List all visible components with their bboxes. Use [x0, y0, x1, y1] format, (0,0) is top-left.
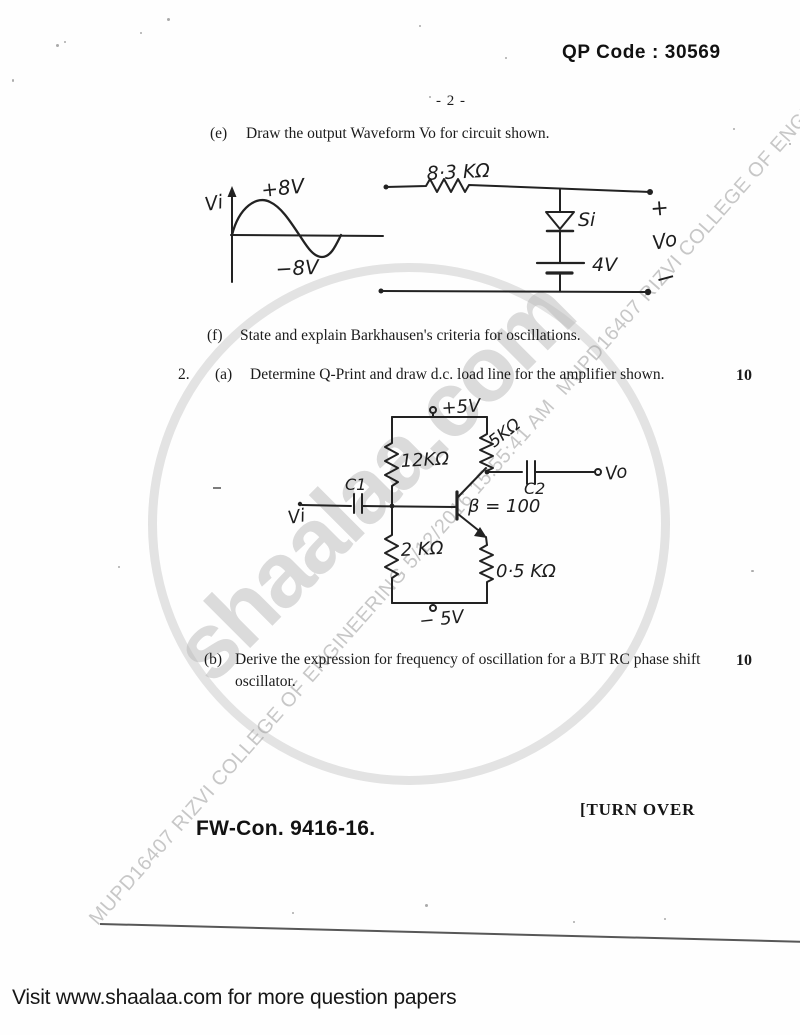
emitter-wire	[485, 536, 488, 546]
question-2a-marks: 10	[736, 367, 752, 384]
scan-speck	[751, 570, 754, 572]
vee-terminal	[429, 604, 437, 612]
sine-horizontal-axis	[230, 234, 384, 237]
clipper-circuit-diagram: Vi +8V −8V 8·3 KΩ Si 4V + Vo −	[203, 160, 679, 296]
c1-label: C1	[345, 475, 366, 494]
vcc-label: +5V	[441, 395, 483, 419]
wire-node-dot	[389, 503, 395, 509]
wire-node-dot	[378, 288, 384, 294]
question-f-text: State and explain Barkhausen's criteria …	[240, 327, 581, 344]
re-label: 0·5 KΩ	[496, 561, 556, 582]
output-voltage-label: Vo	[650, 226, 679, 255]
question-e-text: Draw the output Waveform Vo for circuit …	[246, 125, 550, 142]
question-2b-text-line1: Derive the expression for frequency of o…	[235, 651, 701, 668]
scan-speck	[505, 57, 507, 59]
base-wire	[361, 505, 456, 508]
scan-speck	[12, 79, 14, 82]
battery-voltage-label: 4V	[592, 254, 619, 276]
output-label: Vo	[604, 461, 629, 485]
sine-waveform	[230, 198, 343, 259]
question-2b-marks: 10	[736, 652, 752, 669]
question-2b-label: (b)	[204, 651, 223, 668]
emitter-arrowhead	[474, 527, 487, 538]
site-promo-text: Visit www.shaalaa.com for more question …	[12, 986, 457, 1009]
watermark-circle	[148, 263, 670, 785]
question-e: (e) Draw the output Waveform Vo for circu…	[210, 125, 550, 143]
output-terminal-dot	[647, 189, 653, 195]
input-wire	[301, 504, 352, 507]
scan-speck	[292, 912, 294, 914]
output-terminal	[594, 468, 602, 476]
left-branch-resistors	[384, 416, 399, 604]
beta-label: β = 100	[467, 496, 540, 517]
scan-speck	[118, 566, 120, 568]
question-2b-text-line2: oscillator.	[235, 673, 296, 690]
r2-label: 2 KΩ	[400, 538, 444, 561]
scan-dash	[213, 487, 221, 489]
series-resistor-label: 8·3 KΩ	[426, 160, 491, 185]
question-e-label: (e)	[210, 125, 228, 142]
vee-label: − 5V	[418, 606, 466, 632]
scan-speck	[425, 904, 428, 907]
scan-speck	[429, 96, 431, 98]
scan-speck	[64, 41, 66, 43]
input-label: Vi	[286, 505, 307, 529]
collector-resistor	[479, 416, 494, 472]
r1-label: 12KΩ	[400, 448, 450, 472]
positive-peak-label: +8V	[260, 173, 307, 202]
axis-arrowhead	[227, 186, 237, 197]
page-number: - 2 -	[436, 93, 466, 109]
emitter-resistor	[479, 544, 494, 604]
scan-speck	[140, 32, 142, 34]
question-2a-label: (a)	[215, 366, 233, 383]
transistor-collector	[457, 467, 487, 498]
output-terminal-dot	[644, 288, 652, 296]
question-2-number: 2.	[178, 366, 190, 383]
bottom-wire	[380, 290, 649, 293]
question-2a-text: Determine Q-Print and draw d.c. load lin…	[250, 366, 665, 383]
turn-over-note: [TURN OVER	[580, 800, 696, 819]
qp-code: QP Code : 30569	[562, 42, 721, 63]
input-signal-label: Vi	[203, 191, 226, 216]
diode-triangle	[545, 211, 575, 230]
top-wire-resistor	[385, 178, 651, 193]
scan-bottom-edge	[99, 923, 800, 943]
amplifier-circuit-diagram: +5V 12KΩ 2 KΩ Vi C1 β = 100 5KΩ C2 Vo	[286, 395, 629, 632]
c2-label: C2	[524, 479, 545, 498]
output-minus-label: −	[652, 262, 679, 294]
scan-speck	[664, 918, 666, 920]
c1-plates	[353, 493, 363, 514]
scan-speck	[789, 143, 791, 145]
scan-speck	[573, 921, 575, 923]
question-f: (f) State and explain Barkhausen's criter…	[207, 327, 581, 345]
scan-speck	[56, 44, 59, 47]
question-f-label: (f)	[207, 327, 223, 344]
output-plus-label: +	[649, 195, 670, 222]
scan-speck	[167, 18, 170, 21]
con-code: FW-Con. 9416-16.	[196, 817, 376, 840]
scan-speck	[419, 25, 421, 27]
rc-label: 5KΩ	[485, 415, 525, 452]
scan-speck	[733, 128, 735, 130]
negative-peak-label: −8V	[275, 255, 321, 281]
question-2b: (b) Derive the expression for frequency o…	[204, 651, 700, 669]
question-2a: 2. (a) Determine Q-Print and draw d.c. loa…	[178, 366, 665, 384]
diode-type-label: Si	[578, 209, 596, 231]
